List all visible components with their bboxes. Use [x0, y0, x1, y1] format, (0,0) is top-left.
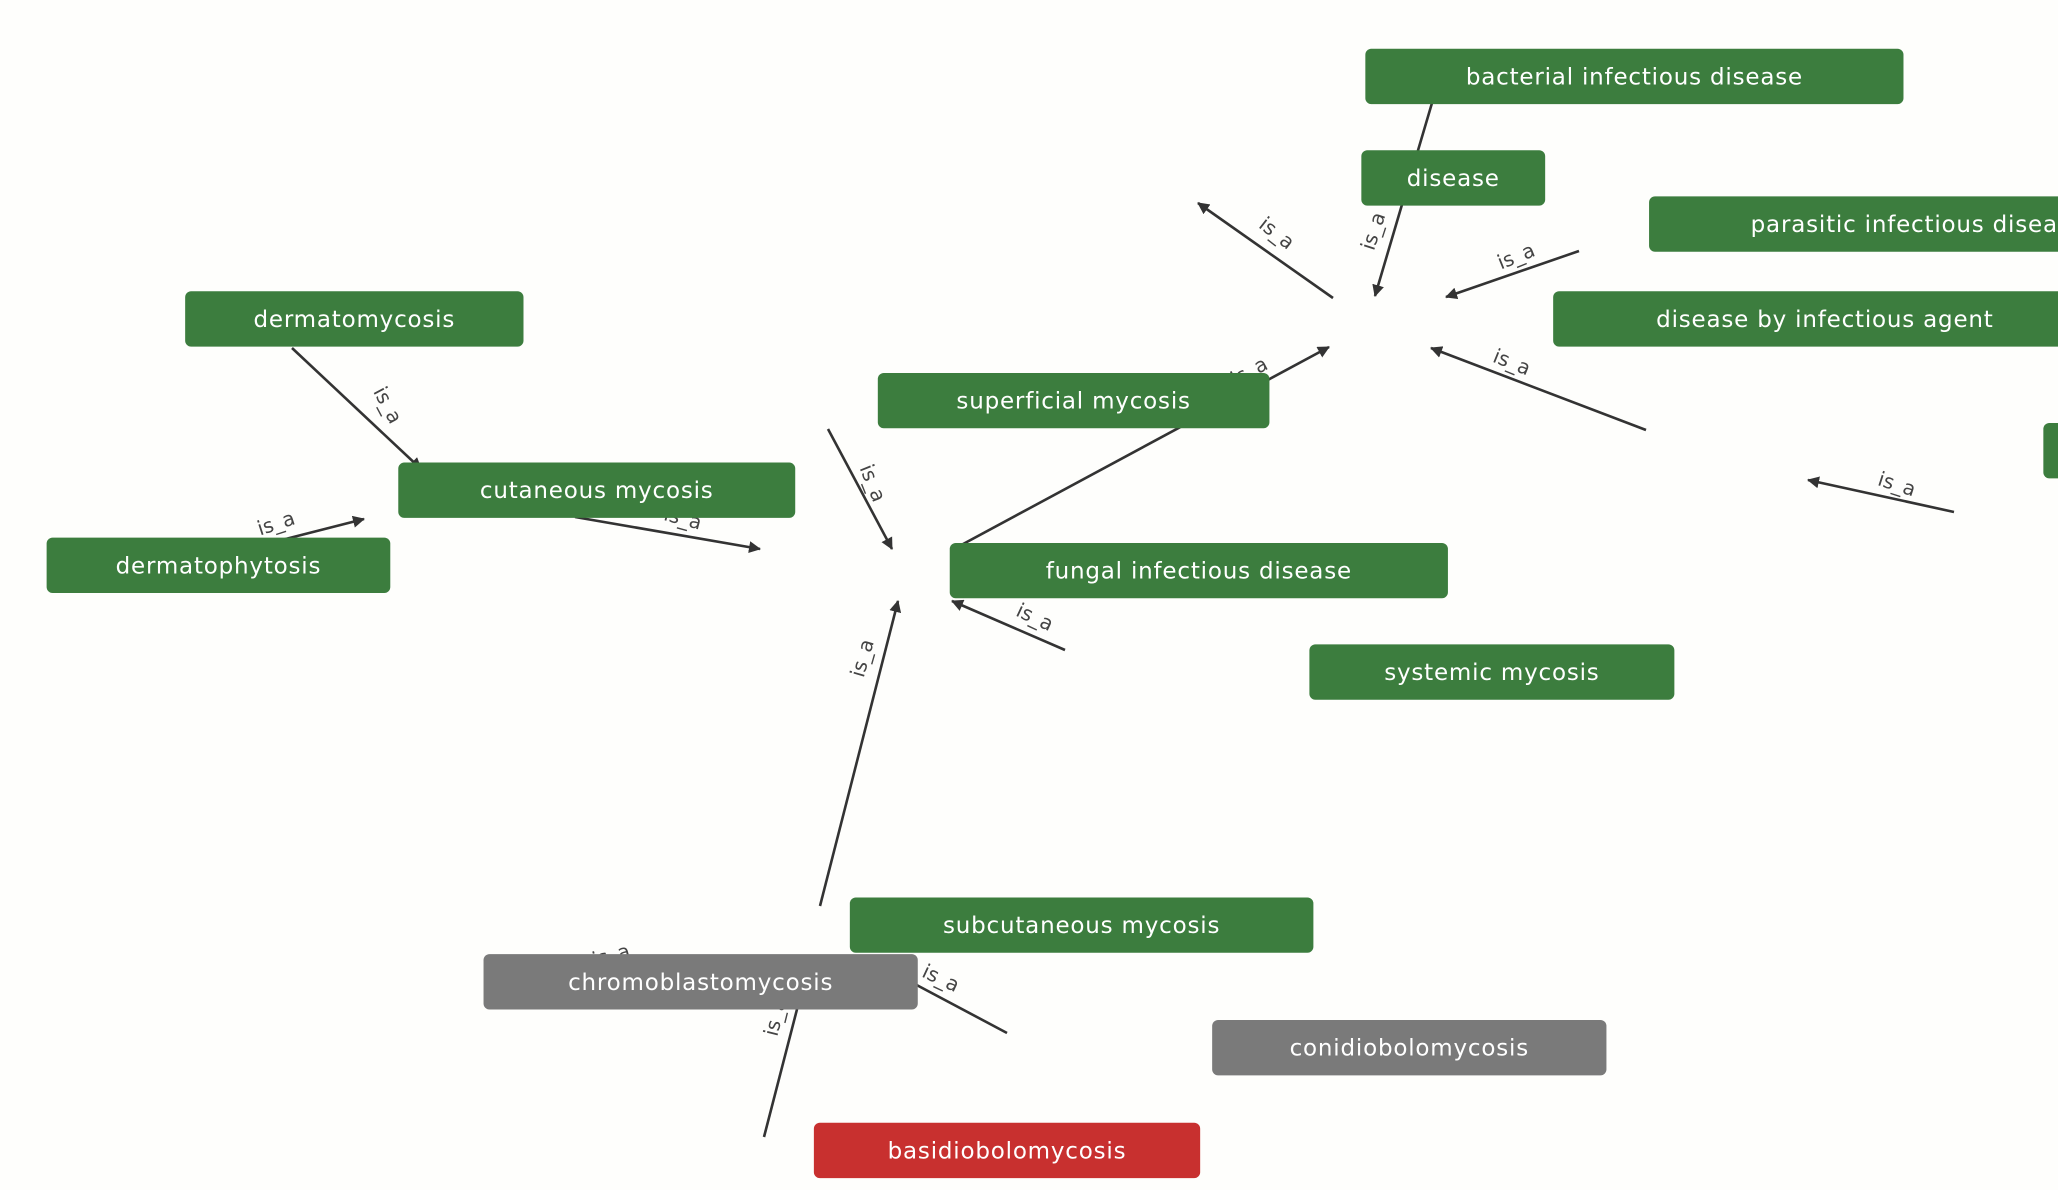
node-superficial-box — [877, 372, 1270, 429]
node-parasitic[interactable]: parasitic infectious disease — [1649, 196, 2058, 252]
node-subcutaneous-label: subcutaneous mycosis — [943, 913, 1220, 939]
edge-parasitic-to-agent — [1445, 249, 1580, 300]
edge-label-superficial-to-fungal: is_a — [855, 461, 892, 505]
node-fungal-label: fungal infectious disease — [1046, 559, 1352, 585]
node-viral-box — [2043, 423, 2058, 479]
edge-label-conidiobolomycosis-to-subcutaneous: is_a — [919, 959, 964, 997]
node-chromoblastomycosis-box — [483, 954, 918, 1010]
nodes-layer: bacterial infectious disease disease paras… — [46, 48, 2058, 1179]
node-disease[interactable]: disease — [1361, 150, 1546, 206]
node-systemic[interactable]: systemic mycosis — [1309, 644, 1675, 700]
edge-superficial-to-fungal — [826, 428, 894, 550]
node-systemic-label: systemic mycosis — [1384, 660, 1599, 686]
node-viral[interactable]: viral infectious disease — [2043, 423, 2058, 479]
node-agent-label: disease by infectious agent — [1656, 307, 1993, 333]
node-bacterial-box — [1365, 48, 1904, 105]
edge-more-to-viral — [1807, 476, 1955, 514]
node-basidiobolomycosis-label: basidiobolomycosis — [888, 1138, 1127, 1164]
node-disease-label: disease — [1407, 166, 1500, 192]
edge-viral-to-agent — [1430, 346, 1647, 432]
edge-label-dermatophytosis-to-cutaneous: is_a — [254, 506, 298, 541]
node-subcutaneous[interactable]: subcutaneous mycosis — [849, 897, 1314, 953]
edge-systemic-to-fungal — [951, 599, 1066, 652]
node-chromoblastomycosis-label: chromoblastomycosis — [568, 970, 833, 996]
edge-dermatomycosis-to-cutaneous — [291, 347, 422, 470]
node-chromoblastomycosis[interactable]: chromoblastomycosis — [483, 954, 918, 1010]
edge-cutaneous-to-fungal — [574, 515, 761, 554]
node-superficial-label: superficial mycosis — [956, 389, 1190, 415]
node-conidiobolomycosis[interactable]: conidiobolomycosis — [1212, 1020, 1607, 1076]
node-cutaneous-box — [398, 462, 796, 518]
node-cutaneous-label: cutaneous mycosis — [480, 478, 714, 504]
node-basidiobolomycosis[interactable]: basidiobolomycosis — [813, 1122, 1201, 1179]
node-bacterial-label: bacterial infectious disease — [1466, 64, 1803, 90]
edge-subcutaneous-to-fungal — [818, 600, 902, 907]
node-fungal[interactable]: fungal infectious disease — [949, 542, 1448, 599]
node-subcutaneous-box — [849, 897, 1314, 953]
node-cutaneous[interactable]: cutaneous mycosis — [398, 462, 796, 518]
node-parasitic-label: parasitic infectious disease — [1751, 212, 2058, 238]
node-bacterial[interactable]: bacterial infectious disease — [1365, 48, 1904, 105]
node-dermatophytosis[interactable]: dermatophytosis — [46, 537, 391, 594]
node-basidiobolomycosis-box — [813, 1122, 1201, 1179]
edge-label-parasitic-to-agent: is_a — [1494, 238, 1538, 275]
node-fungal-box — [949, 542, 1448, 599]
node-superficial[interactable]: superficial mycosis — [877, 372, 1270, 429]
edge-label-viral-to-agent: is_a — [1490, 344, 1534, 381]
edge-label-bacterial-to-agent: is_a — [1356, 209, 1391, 253]
node-dermatophytosis-label: dermatophytosis — [116, 553, 322, 579]
node-dermatomycosis-label: dermatomycosis — [253, 307, 455, 333]
node-systemic-box — [1309, 644, 1675, 700]
node-conidiobolomycosis-label: conidiobolomycosis — [1290, 1036, 1529, 1062]
node-dermatomycosis-box — [185, 291, 524, 347]
node-dermatomycosis[interactable]: dermatomycosis — [185, 291, 524, 347]
node-conidiobolomycosis-box — [1212, 1020, 1607, 1076]
node-disease-box — [1361, 150, 1546, 206]
node-parasitic-box — [1649, 196, 2058, 252]
node-dermatophytosis-box — [46, 537, 391, 594]
node-agent[interactable]: disease by infectious agent — [1553, 291, 2058, 347]
edge-label-subcutaneous-to-fungal: is_a — [845, 636, 879, 679]
node-agent-box — [1553, 291, 2058, 347]
edge-label-dermatomycosis-to-cutaneous: is_a — [368, 382, 407, 427]
edge-agent-to-disease — [1197, 201, 1334, 300]
